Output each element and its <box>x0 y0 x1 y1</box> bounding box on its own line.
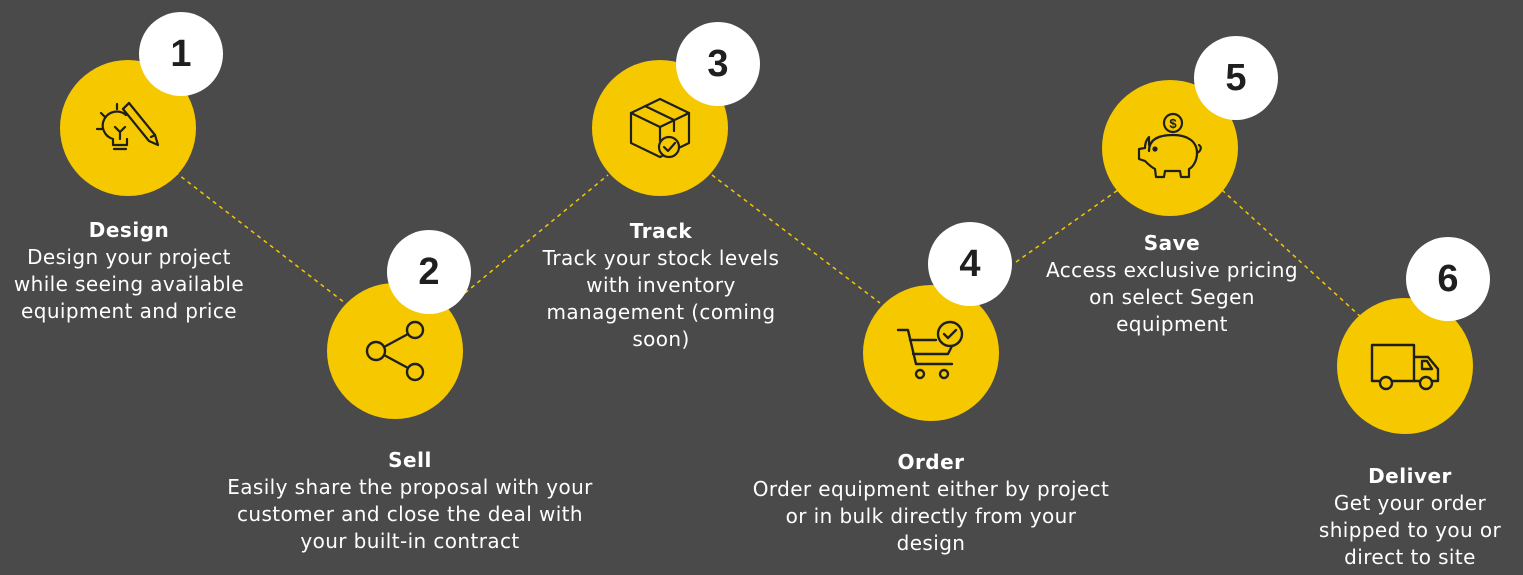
lightbulb-pencil-icon <box>95 101 160 151</box>
step-5-title: Save <box>1143 231 1201 255</box>
share-icon <box>365 320 425 382</box>
step-4-circle <box>863 285 999 421</box>
step-2-description: Easily share the proposal with your cust… <box>227 475 593 553</box>
truck-icon <box>1370 343 1440 391</box>
svg-text:$: $ <box>1169 116 1177 131</box>
connector-2-3 <box>464 174 609 294</box>
step-2-text: Sell Easily share the proposal with your… <box>222 447 598 555</box>
step-3-description: Track your stock levels with inventory m… <box>542 246 780 351</box>
step-6-text: Deliver Get your order shipped to you or… <box>1290 463 1523 571</box>
step-2-badge: 2 <box>387 230 471 314</box>
step-6-description: Get your order shipped to you or direct … <box>1318 491 1502 569</box>
step-4-description: Order equipment either by project or in … <box>752 477 1110 555</box>
step-1-description: Design your project while seeing availab… <box>13 245 245 323</box>
step-3-title: Track <box>629 219 693 243</box>
step-6-badge: 6 <box>1406 237 1490 321</box>
box-check-icon <box>629 97 691 159</box>
step-4-text: Order Order equipment either by project … <box>751 449 1111 557</box>
step-1-title: Design <box>88 218 170 242</box>
cart-check-icon <box>896 320 964 380</box>
step-5-description: Access exclusive pricing on select Segen… <box>1046 258 1298 336</box>
connector-3-4 <box>711 174 881 304</box>
step-1-badge: 1 <box>139 12 223 96</box>
step-1-text: Design Design your project while seeing … <box>0 217 258 325</box>
step-5-badge: 5 <box>1194 36 1278 120</box>
connector-4-5 <box>1015 189 1119 263</box>
step-2-title: Sell <box>388 448 432 472</box>
step-4-title: Order <box>897 450 965 474</box>
step-6-title: Deliver <box>1368 464 1452 488</box>
step-3-badge: 3 <box>676 22 760 106</box>
connector-1-2 <box>174 171 346 304</box>
step-5-text: Save Access exclusive pricing on select … <box>1044 230 1300 338</box>
step-4-badge: 4 <box>928 222 1012 306</box>
step-3-text: Track Track your stock levels with inven… <box>522 218 800 353</box>
piggy-bank-icon: $ <box>1137 112 1202 179</box>
